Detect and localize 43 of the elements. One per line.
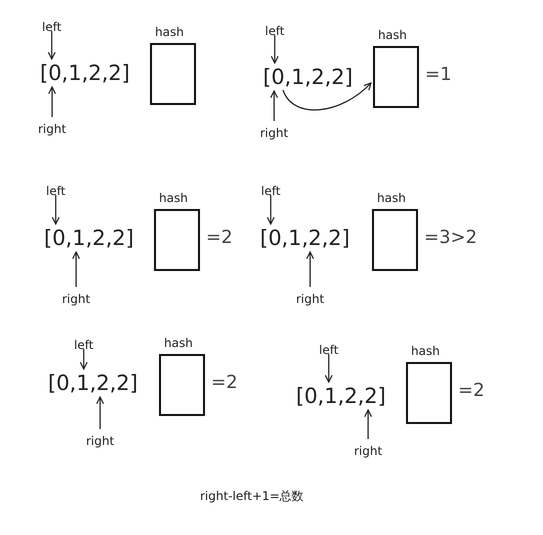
arrow xyxy=(306,251,314,287)
pointer-label: left xyxy=(265,24,284,38)
arrow xyxy=(282,82,372,110)
arrow xyxy=(52,195,60,225)
arrow xyxy=(364,409,372,439)
pointer-label: left xyxy=(42,20,62,34)
array-text: [0,1,2,2] xyxy=(48,371,138,395)
arrow xyxy=(324,354,333,383)
pointer-label: right xyxy=(296,292,324,306)
arrow xyxy=(72,251,80,287)
box-heading: hash xyxy=(159,191,188,205)
array-text: [0,1,2,2] xyxy=(40,61,130,85)
arrow xyxy=(48,31,56,60)
count-note: =2 xyxy=(211,372,238,394)
pointer-label: left xyxy=(319,343,338,357)
arrow xyxy=(270,35,279,64)
array-text: [0,1,2,2] xyxy=(44,226,134,250)
caption: right-left+1=总数 xyxy=(200,488,304,505)
array-text: [0,1,2,2] xyxy=(296,384,386,408)
count-note: =2 xyxy=(206,227,233,249)
box-heading: hash xyxy=(377,191,406,205)
box-heading: hash xyxy=(378,28,407,42)
pointer-label: right xyxy=(354,444,382,458)
arrow xyxy=(96,396,104,429)
arrow xyxy=(80,349,88,370)
pointer-label: right xyxy=(38,122,66,136)
count-note: =1 xyxy=(425,64,452,86)
box-heading: hash xyxy=(411,344,440,358)
arrow xyxy=(48,86,56,117)
arrow xyxy=(266,195,275,225)
pointer-label: left xyxy=(74,338,94,352)
array-text: [0,1,2,2] xyxy=(263,65,353,89)
box-heading: hash xyxy=(155,25,184,39)
array-text: [0,1,2,2] xyxy=(260,226,350,250)
count-note: =2 xyxy=(458,380,485,402)
pointer-label: left xyxy=(46,184,66,198)
pointer-label: right xyxy=(260,126,288,140)
pointer-label: right xyxy=(62,292,90,306)
arrow xyxy=(270,90,278,121)
box-heading: hash xyxy=(164,336,193,350)
pointer-label: left xyxy=(261,184,280,198)
pointer-label: right xyxy=(86,434,114,448)
count-note: =3>2 xyxy=(424,227,478,249)
